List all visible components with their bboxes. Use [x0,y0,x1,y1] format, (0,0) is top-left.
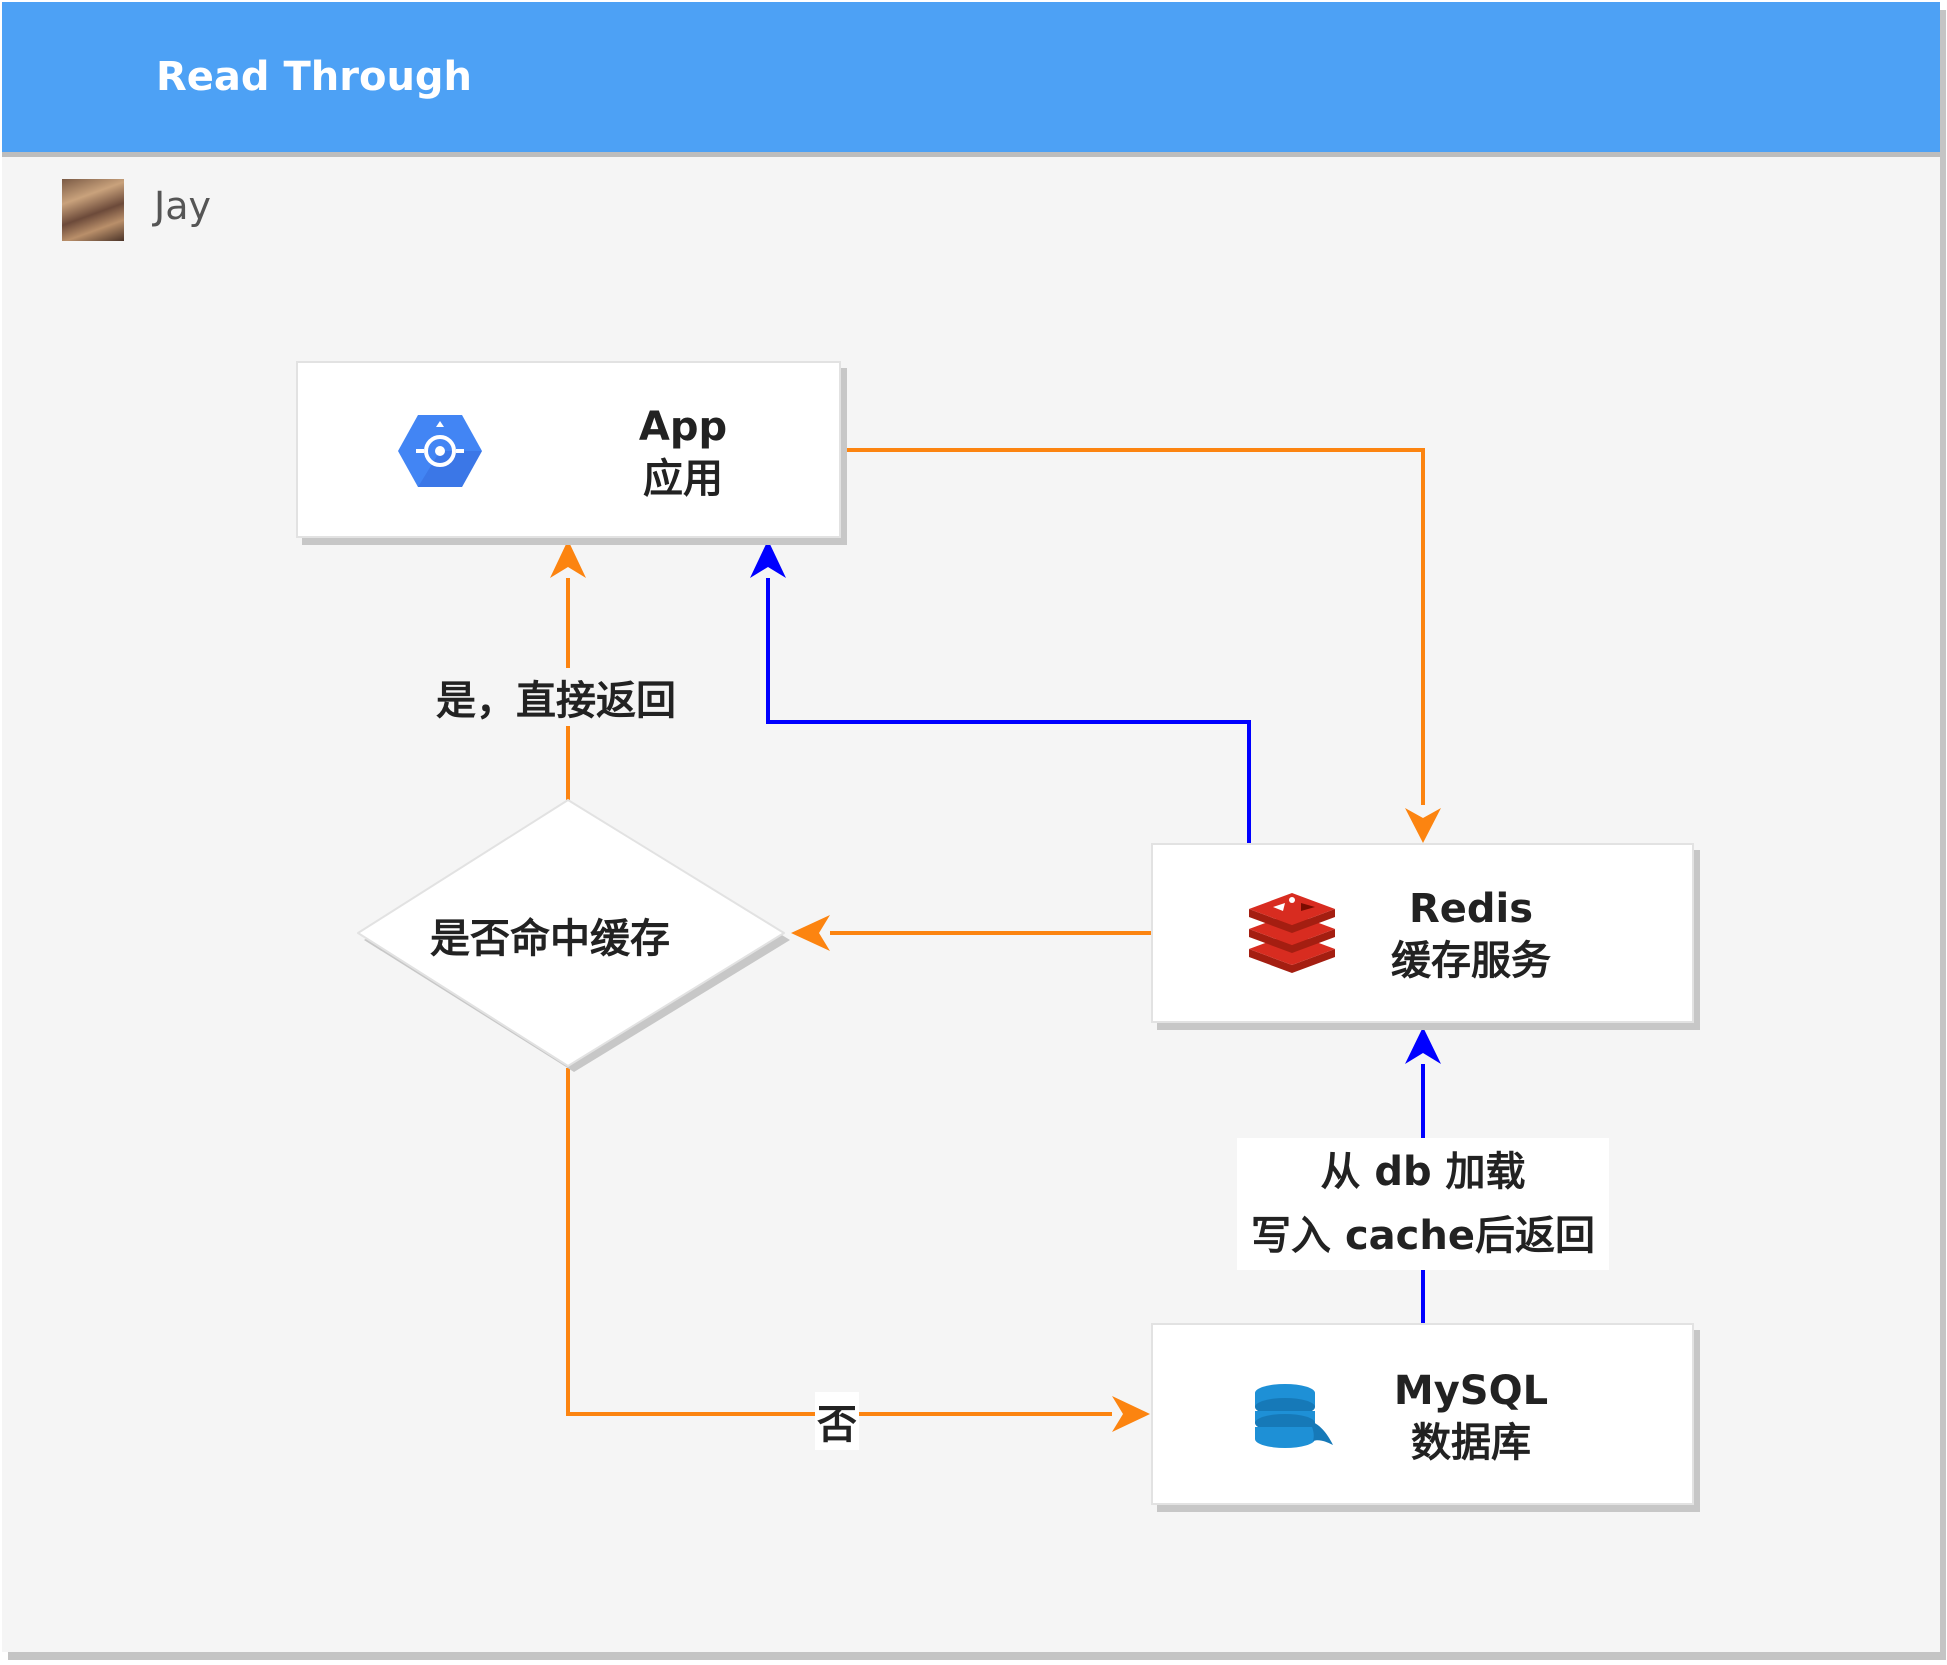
redis-icon [1249,893,1335,973]
arrowhead-mysql-in [1112,1396,1150,1432]
mysql-node: MySQL 数据库 [1151,1323,1694,1505]
mysql-label-line1: MySQL [1393,1368,1549,1414]
arrowhead-app-in-load [750,540,786,578]
app-label-line2: 应用 [643,456,723,502]
header-bar: Read Through [2,2,1940,152]
database-icon [1255,1384,1333,1448]
edge-label-load-line1: 从 db 加载 [1320,1149,1526,1195]
redis-label: Redis 缓存服务 [1321,883,1621,987]
edge-label-hit: 是，直接返回 [436,668,676,726]
arrowhead-redis-in-load [1405,1027,1441,1064]
app-node: App 应用 [296,361,841,538]
diagram-title: Read Through [156,54,473,100]
decision-diamond [357,799,790,1072]
redis-label-line2: 缓存服务 [1391,938,1551,984]
arrowhead-app-in-hit [550,540,586,578]
arrowhead-decision-in [791,915,830,951]
mysql-label: MySQL 数据库 [1321,1365,1621,1469]
author-name: Jay [154,184,211,228]
edge-decision-to-mysql [566,1068,1112,1416]
redis-label-line1: Redis [1408,886,1534,932]
redis-node: Redis 缓存服务 [1151,843,1694,1023]
edge-redis-to-app-blue [766,578,1251,843]
app-label: App 应用 [533,401,833,505]
decision-label: 是否命中缓存 [430,916,670,962]
google-app-engine-icon [398,415,482,487]
mysql-label-line2: 数据库 [1411,1420,1531,1466]
edge-label-miss: 否 [815,1392,859,1450]
edge-label-load-line2: 写入 cache后返回 [1251,1213,1595,1259]
author-avatar [62,179,124,241]
edge-label-load: 从 db 加载 写入 cache后返回 [1237,1138,1609,1270]
edge-app-to-redis [845,448,1425,805]
arrowhead-redis-in [1405,808,1441,843]
app-label-line1: App [638,404,728,450]
